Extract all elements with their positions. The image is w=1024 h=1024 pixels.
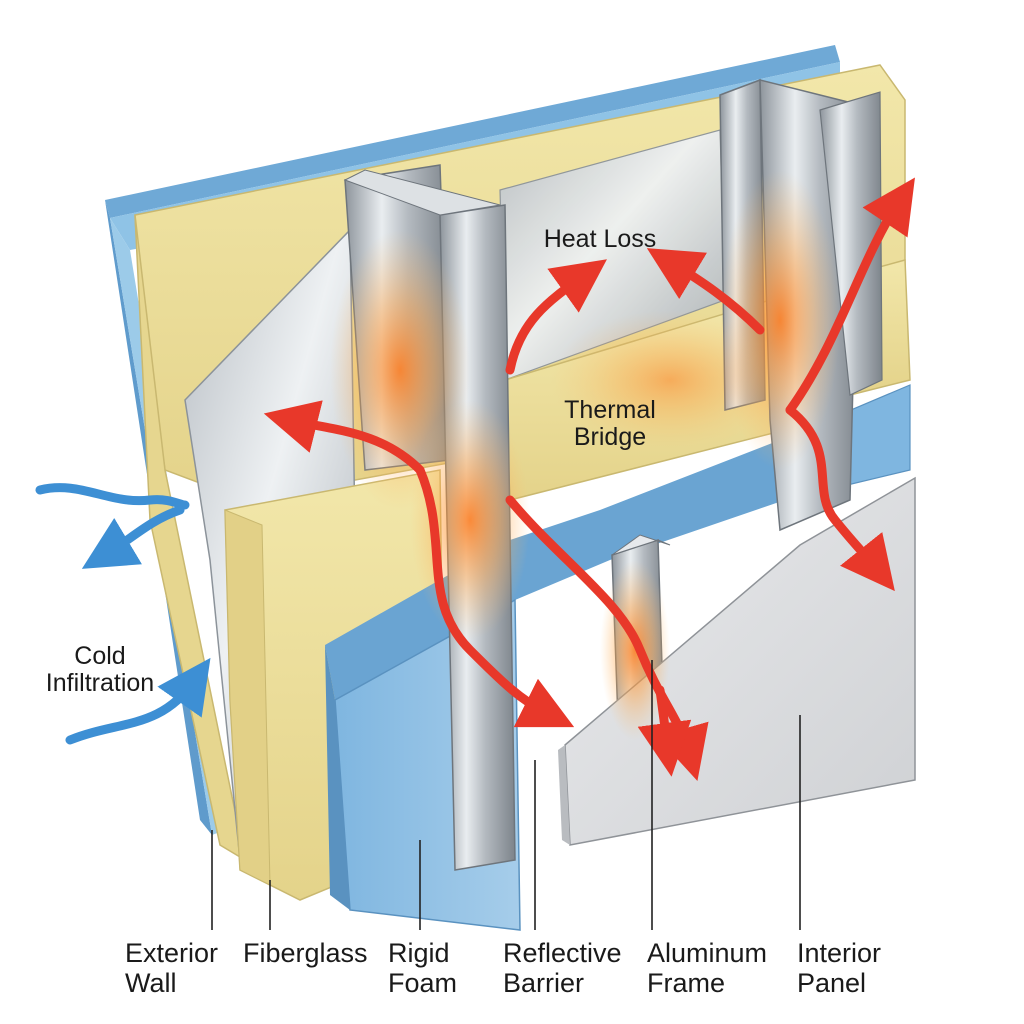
heat-arrow-2 (263, 400, 425, 475)
label-rigid-foam: Rigid Foam (388, 938, 458, 998)
thermal-bridge-label: Thermal Bridge (564, 396, 656, 451)
thermal-bridge-glow (330, 170, 840, 740)
cold-infiltration-label: Cold Infiltration (45, 642, 155, 697)
label-reflective-barrier: Reflective Barrier (503, 938, 622, 998)
label-fiberglass: Fiberglass (243, 938, 368, 968)
label-interior-panel: Interior Panel (797, 938, 882, 998)
label-exterior-wall: Exterior Wall (125, 938, 219, 998)
leader-lines (211, 660, 801, 930)
cold-arrow-2 (81, 505, 185, 569)
heat-arrow-9 (637, 685, 692, 777)
heat-arrow-3 (415, 465, 575, 728)
label-aluminum-frame: Aluminum Frame (647, 938, 768, 998)
heat-arrow-5 (646, 248, 765, 335)
cold-arrow-1 (35, 483, 190, 510)
heat-loss-label: Heat Loss (543, 225, 657, 253)
heat-loss-arrows (263, 177, 915, 781)
heat-arrow-6 (785, 177, 915, 415)
heat-arrow-1 (505, 259, 607, 375)
cold-arrow-3 (65, 657, 211, 745)
cold-infiltration-arrows (35, 483, 211, 745)
heat-arrow-7 (785, 405, 895, 592)
